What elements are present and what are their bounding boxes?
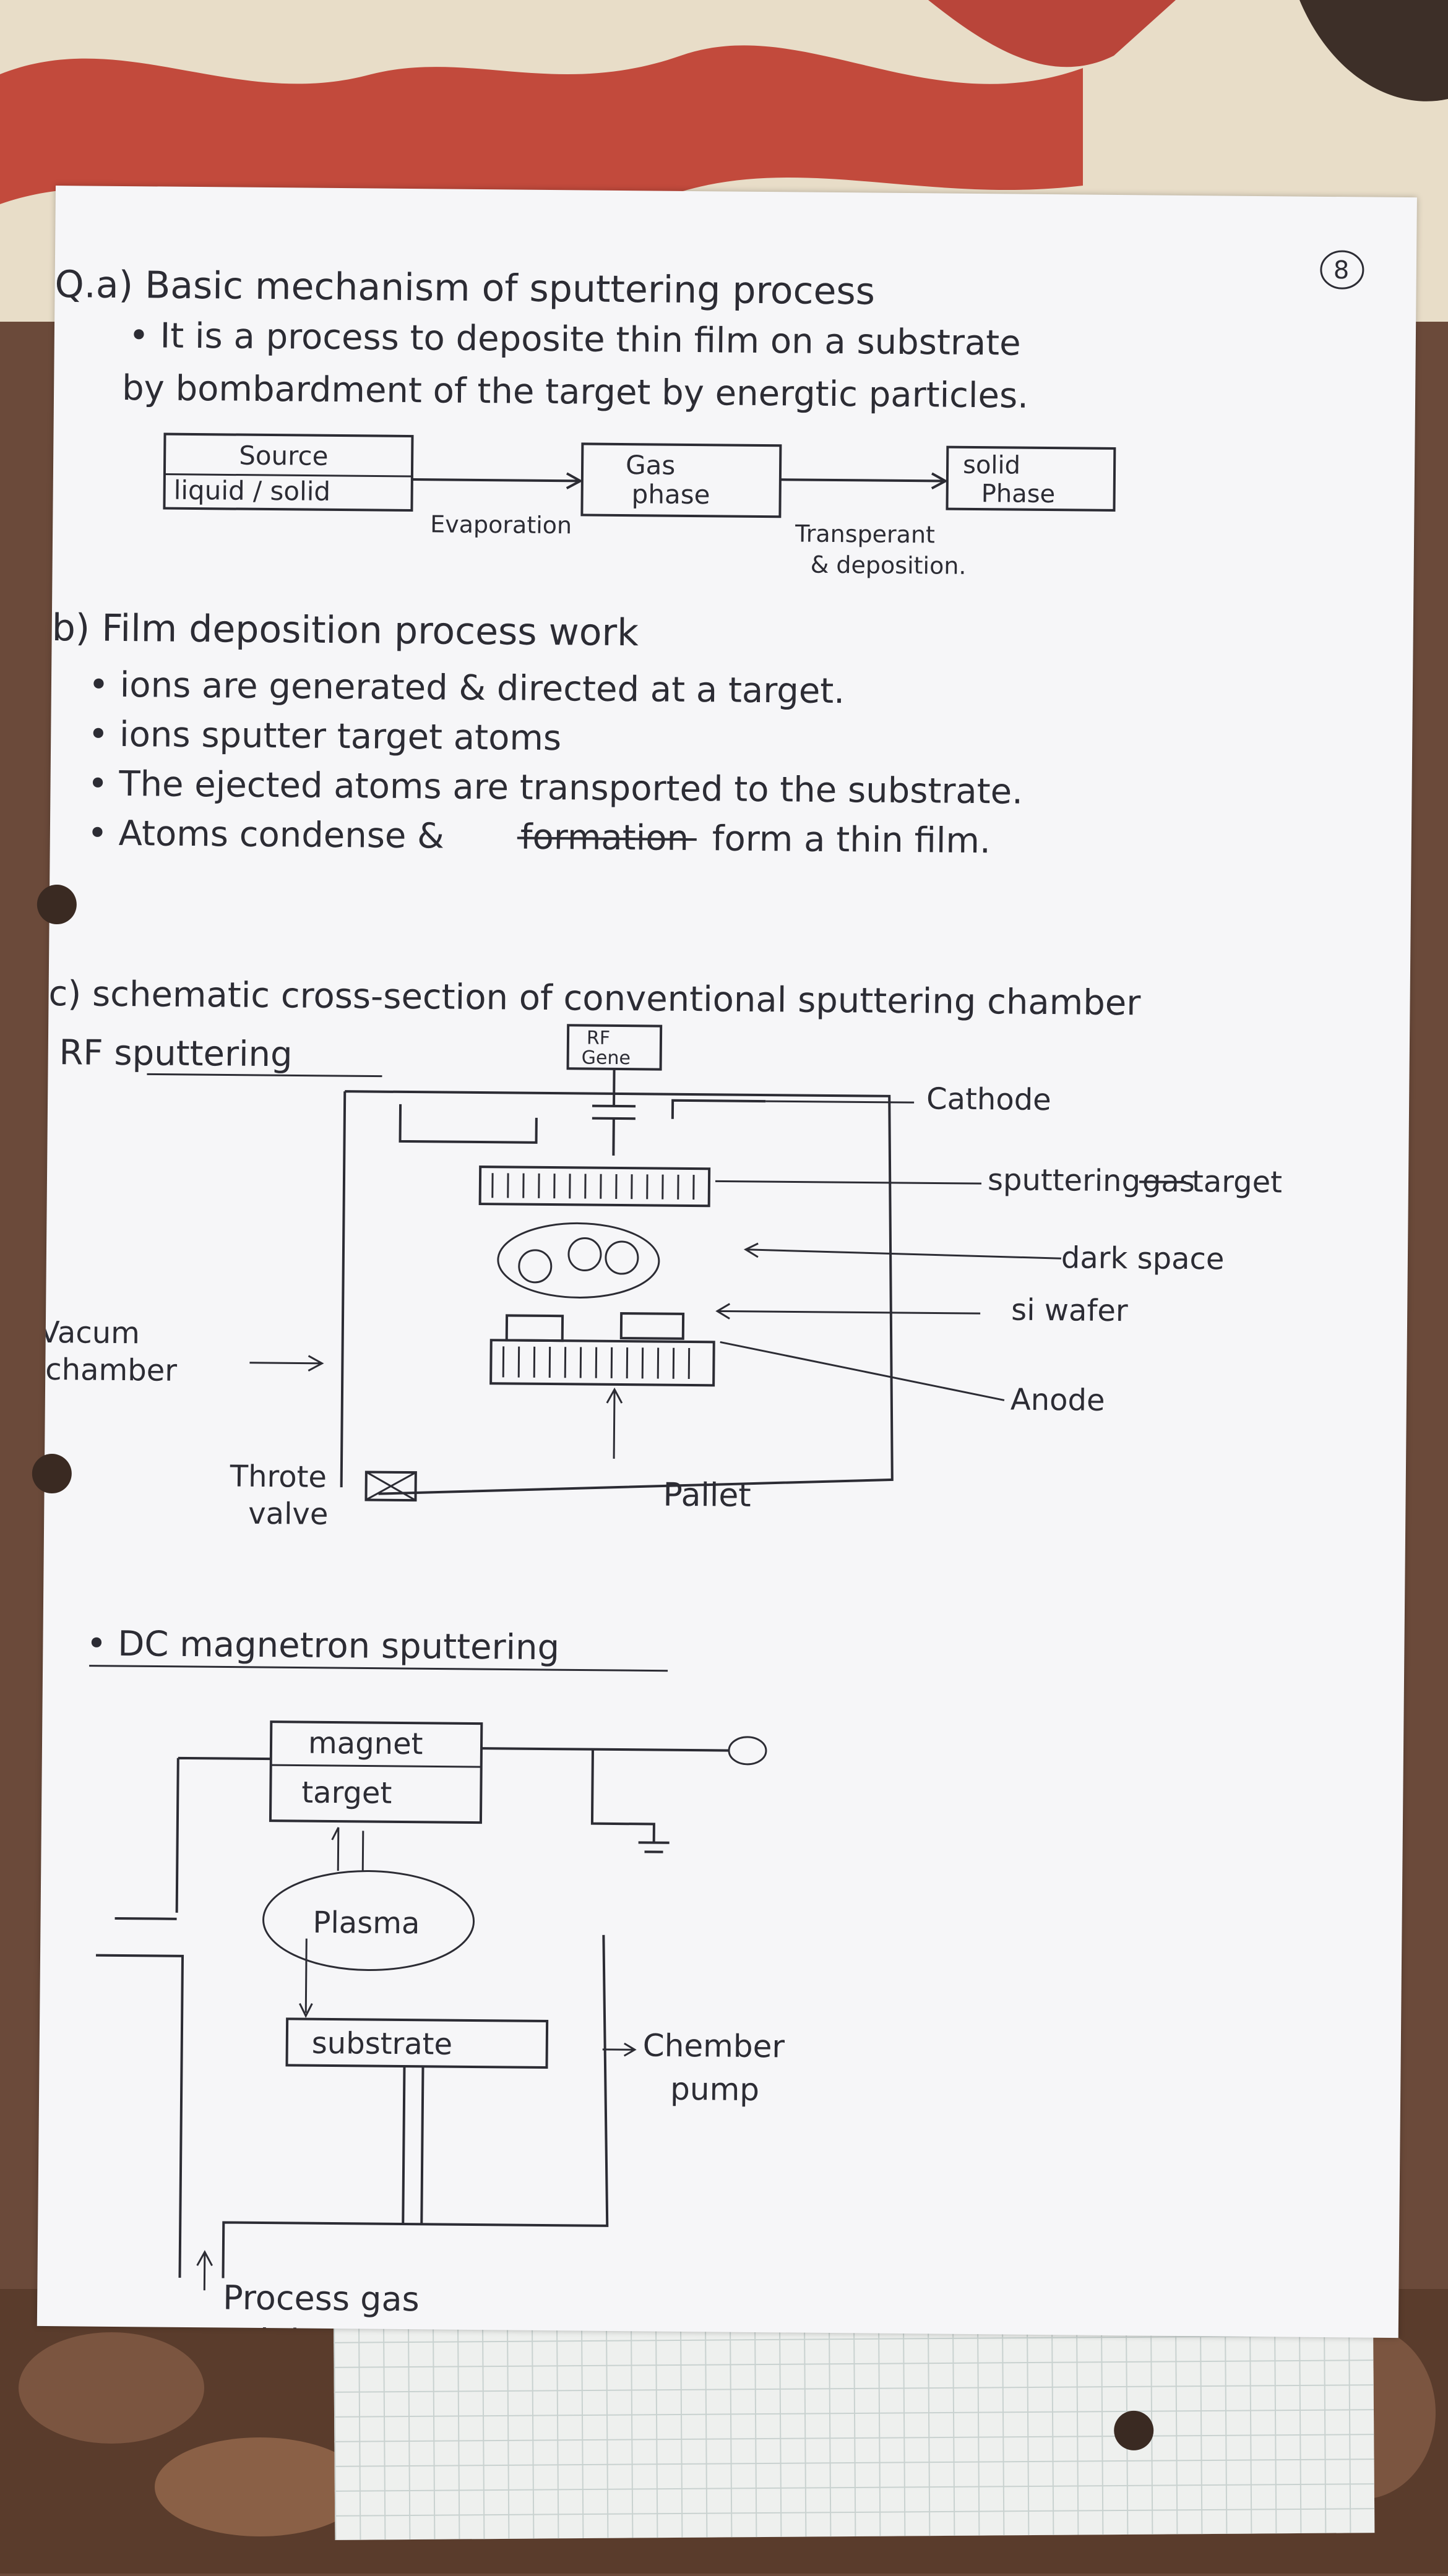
section-b-heading: b) Film deposition process work <box>51 606 639 655</box>
solid-phase-label-top: solid <box>963 451 1020 480</box>
solid-phase-label-bottom: Phase <box>981 479 1056 509</box>
dc-magnetron-schematic <box>96 1720 767 2291</box>
pallet-label: Pallet <box>663 1477 751 1514</box>
target-label-b: target <box>1192 1164 1282 1200</box>
plasma-cloud <box>262 1870 475 1972</box>
transport-arrow <box>780 478 944 483</box>
wafer-1 <box>505 1314 564 1342</box>
chamber-pump-label-1: Chember <box>643 2027 785 2064</box>
rf-sputtering-title: →• RF sputtering <box>37 1032 293 1075</box>
evaporation-label: Evaporation <box>430 510 572 539</box>
substrate-label: substrate <box>312 2026 453 2062</box>
source-box <box>163 432 414 512</box>
substrate-box <box>285 2017 549 2069</box>
source-box-label-top: Source <box>239 440 329 471</box>
transport-label-1: Transperant <box>795 520 935 548</box>
magnet-label: magnet <box>308 1726 423 1762</box>
throttle-valve-label-1: Throte <box>230 1459 327 1495</box>
magnet-target-box <box>269 1720 483 1824</box>
dark-space-label: dark space <box>1061 1240 1225 1276</box>
section-c-heading: c) schematic cross-section of convention… <box>48 974 1141 1023</box>
capacitor-plate-top <box>592 1104 636 1108</box>
strike-through <box>517 836 697 841</box>
transport-label-2: & deposition. <box>811 551 967 580</box>
notebook-page: 8 Q.a) Basic mechanism of sputtering pro… <box>32 186 1417 2338</box>
rf-generator-label-1: RF <box>587 1028 610 1049</box>
si-wafer-label: si wafer <box>1011 1293 1128 1329</box>
throttle-valve-label-2: valve <box>248 1496 329 1532</box>
rf-generator-label-2: Gene <box>582 1047 631 1069</box>
ion-particle-3 <box>605 1240 639 1275</box>
plasma-region <box>497 1222 660 1299</box>
vacuum-chamber-wall <box>340 1090 894 1495</box>
throttle-valve <box>364 1470 417 1502</box>
ion-particle-1 <box>518 1249 553 1284</box>
gas-phase-box <box>580 442 782 518</box>
target-label-a: sputtering <box>988 1162 1141 1198</box>
page-number-circle <box>1320 250 1364 290</box>
section-b-bullet-1: • ions are generated & directed at a tar… <box>88 664 845 711</box>
grid-paper-punch-hole <box>1113 2410 1154 2451</box>
section-a-line-2: by bombardment of the target by energtic… <box>122 368 1028 416</box>
section-b-bullet-5: form a thin film. <box>712 818 991 861</box>
ion-particle-2 <box>567 1237 602 1272</box>
fabric-pattern <box>0 0 1448 205</box>
wafer-2 <box>619 1312 685 1340</box>
vacuum-chamber-label-2: chamber <box>45 1352 177 1388</box>
section-b-bullet-4: • Atoms condense & <box>87 813 445 856</box>
chamber-pump-label-2: pump <box>670 2071 759 2108</box>
dc-target-label: target <box>301 1775 392 1811</box>
process-gas-label-1: Process gas <box>223 2278 420 2319</box>
gas-phase-label-top: Gas <box>626 450 676 481</box>
vacuum-chamber-label-1: Vacum <box>40 1315 140 1350</box>
handwritten-notes: 8 Q.a) Basic mechanism of sputtering pro… <box>37 250 1364 2338</box>
source-box-label-bottom: liquid / solid <box>173 475 330 507</box>
rf-sputtering-schematic: RF Gene <box>249 1024 1061 1502</box>
evaporation-arrow <box>412 478 579 483</box>
dc-magnetron-title: • DC magnetron sputtering <box>86 1624 559 1668</box>
solid-phase-box <box>946 445 1116 512</box>
plasma-label: Plasma <box>312 1905 420 1941</box>
anode-pallet <box>489 1339 715 1387</box>
page-number: 8 <box>1334 256 1350 285</box>
section-b-bullet-2: • ions sputter target atoms <box>88 714 561 758</box>
section-a-heading: Q.a) Basic mechanism of sputtering proce… <box>54 263 875 314</box>
sputtering-target <box>478 1166 711 1208</box>
dc-power-terminal <box>728 1736 767 1766</box>
section-b-bullet-3: • The ejected atoms are transported to t… <box>87 763 1023 812</box>
anode-label: Anode <box>1011 1383 1105 1418</box>
chamber-outline <box>96 1756 609 2278</box>
section-a-line-1: • It is a process to deposite thin film … <box>129 316 1021 364</box>
phase-flow-diagram: Source liquid / solid Evaporation Gas ph… <box>163 432 1116 580</box>
gas-phase-label-bottom: phase <box>631 479 710 510</box>
cathode-label: Cathode <box>926 1081 1051 1117</box>
cathode-shield <box>399 1099 766 1144</box>
